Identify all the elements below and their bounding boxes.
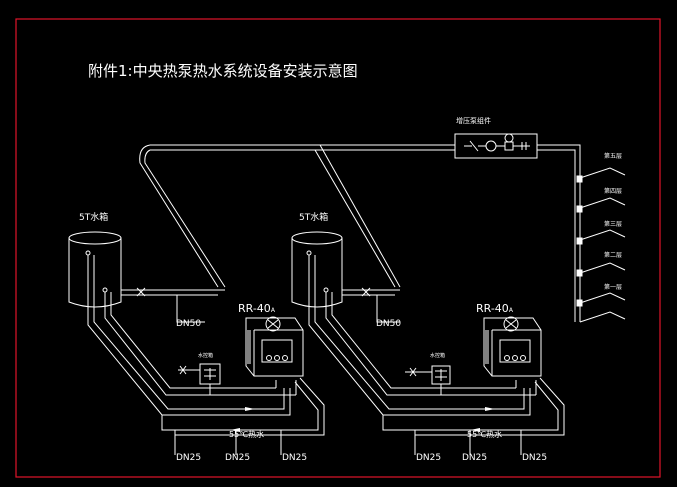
left-controller-label: 水控箱	[198, 352, 213, 359]
floor-risers	[576, 167, 626, 323]
return-valves	[136, 287, 371, 297]
floor-label-5: 第五层	[604, 152, 622, 160]
flow-arrows	[230, 407, 495, 432]
left-controller-box	[178, 363, 221, 395]
booster-pump-assembly	[454, 133, 538, 159]
right-controller-box	[405, 365, 451, 395]
drawing-title: 附件1:中央热泵热水系统设备安装示意图	[88, 62, 358, 80]
floor-label-2: 第二层	[604, 251, 622, 259]
left-hot-water-label: 55℃热水	[229, 429, 264, 439]
right-pipe-size-3: DN25	[522, 453, 547, 463]
right-pipe-size-1: DN25	[416, 453, 441, 463]
right-hot-water-label: 55℃热水	[467, 429, 502, 439]
floor-label-1: 第一层	[604, 283, 622, 291]
right-heat-pump-unit	[483, 316, 542, 377]
drawing-frame	[15, 18, 661, 478]
left-pipe-size-2: DN25	[225, 453, 250, 463]
left-circulation-pipes	[87, 255, 325, 455]
left-pipe-size-3: DN25	[282, 453, 307, 463]
floor-label-4: 第四层	[604, 187, 622, 195]
right-controller-label: 水控箱	[430, 352, 445, 359]
booster-pump-label: 增压泵组件	[456, 116, 491, 125]
right-pipe-size-2: DN25	[462, 453, 487, 463]
floor-label-3: 第三层	[604, 220, 622, 228]
right-circulation-pipes	[308, 255, 565, 455]
left-pipe-size-1: DN25	[176, 453, 201, 463]
left-unit-model: RR-40A	[238, 302, 276, 315]
left-heat-pump-unit	[245, 316, 304, 377]
right-unit-model: RR-40A	[476, 302, 514, 315]
right-tank-outlet-size: DN50	[376, 319, 401, 329]
left-tank-outlet-size: DN50	[176, 319, 201, 329]
left-tank-label: 5T水箱	[79, 211, 108, 223]
right-tank-label: 5T水箱	[299, 211, 328, 223]
